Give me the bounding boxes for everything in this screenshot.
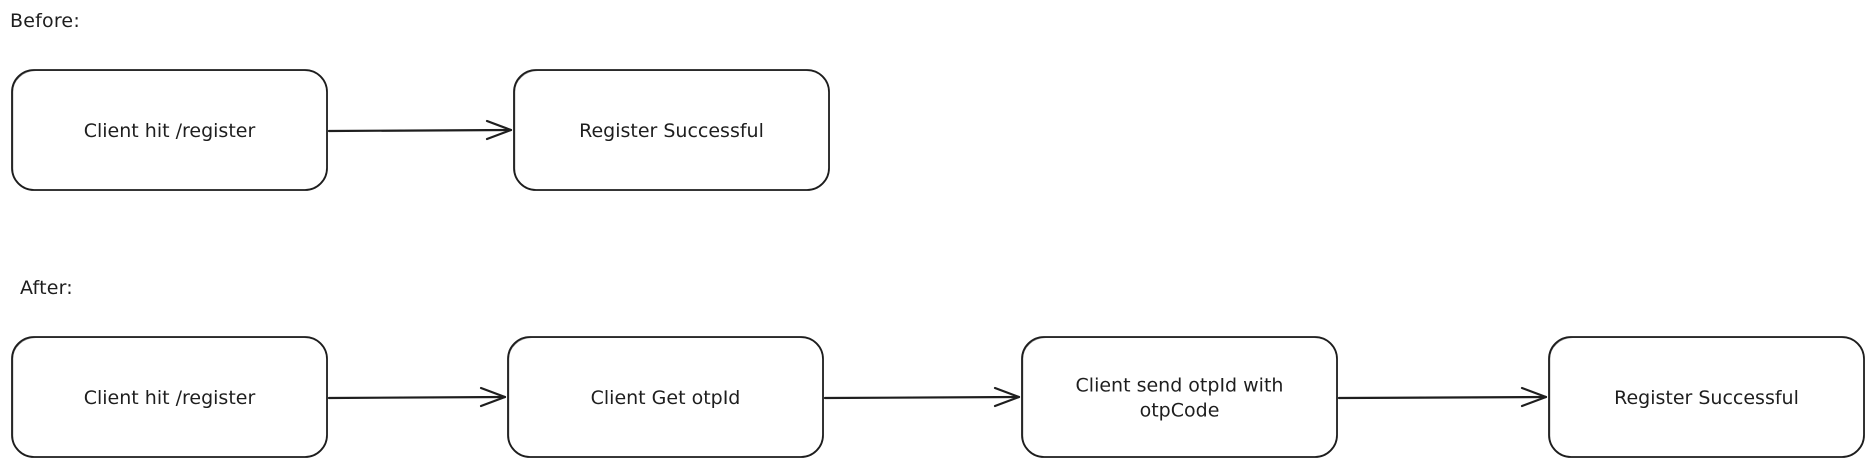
arrow-head (485, 119, 513, 141)
arrow-line (327, 128, 513, 133)
node-after-2: Client Get otpId (507, 336, 824, 458)
arrow-line (823, 395, 1021, 400)
arrow-after-3 (1337, 386, 1548, 408)
arrow-before-1 (327, 119, 513, 141)
node-before-1: Client hit /register (11, 69, 328, 191)
node-box-sketch (12, 70, 328, 191)
arrow-head (479, 386, 507, 408)
node-label: otpCode (1140, 400, 1220, 422)
node-label: Client Get otpId (591, 387, 741, 409)
node-box (1021, 336, 1338, 458)
node-box-sketch (1549, 337, 1865, 458)
arrow-after-1 (327, 386, 507, 408)
arrow-line (327, 395, 507, 400)
arrow-head (1520, 386, 1548, 408)
arrow-line (1337, 395, 1548, 400)
node-after-4: Register Successful (1548, 336, 1865, 458)
node-label: Client hit /register (84, 120, 256, 142)
node-box-sketch (514, 70, 830, 191)
node-before-2: Register Successful (513, 69, 830, 191)
node-label: Client hit /register (84, 387, 256, 409)
node-box-sketch (1022, 337, 1338, 458)
arrow-after-2 (823, 386, 1021, 408)
after-label: After: (20, 277, 73, 299)
arrow-head (993, 386, 1021, 408)
node-after-1: Client hit /register (11, 336, 328, 458)
node-label: Register Successful (579, 120, 764, 142)
node-label: Register Successful (1614, 387, 1799, 409)
node-box-sketch (508, 337, 824, 458)
before-label: Before: (10, 10, 80, 32)
node-after-3: Client send otpId with otpCode (1021, 336, 1338, 458)
node-box-sketch (12, 337, 328, 458)
node-label: Client send otpId with (1076, 375, 1284, 397)
